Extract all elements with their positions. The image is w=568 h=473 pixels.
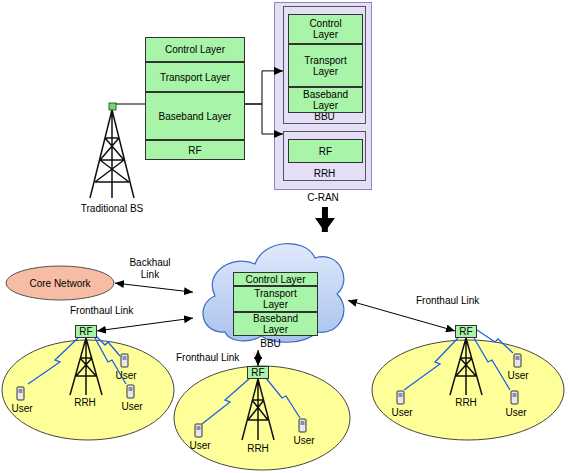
cell-area bbox=[2, 340, 174, 440]
rf-box: RF bbox=[145, 140, 245, 160]
node-text: RF bbox=[188, 145, 201, 156]
text-label: RRH bbox=[74, 397, 96, 408]
node-text: RRH bbox=[284, 168, 365, 179]
layer-box: Transport Layer bbox=[233, 286, 318, 312]
text-label: RRH bbox=[455, 397, 477, 408]
node-text: C-RAN bbox=[275, 192, 371, 203]
node-text: Control Layer bbox=[245, 274, 305, 285]
text-label: User bbox=[391, 407, 412, 418]
connector-arrow bbox=[115, 283, 193, 292]
cell-area bbox=[174, 366, 350, 470]
node-text: RF bbox=[251, 367, 264, 378]
node-text: Control Layer bbox=[165, 44, 225, 55]
connector-arrow bbox=[322, 207, 328, 232]
node-text: RF bbox=[319, 146, 332, 157]
connector-arrow bbox=[97, 318, 193, 331]
connector-arrow bbox=[258, 350, 259, 366]
bbu-cloud: BBU Control LayerTransport LayerBaseband … bbox=[193, 232, 348, 350]
node-text: Baseband Layer bbox=[299, 89, 352, 111]
text-label: RRH bbox=[247, 443, 269, 454]
layer-box: Transport Layer bbox=[288, 44, 363, 87]
link-label: Fronthaul Link bbox=[70, 305, 133, 317]
node-text: Core Network bbox=[29, 278, 90, 289]
link-label: Fronthaul Link bbox=[416, 295, 479, 307]
text-label: Traditional BS bbox=[81, 203, 143, 214]
text-label: User bbox=[507, 370, 528, 381]
text-label: User bbox=[505, 407, 526, 418]
text-label: User bbox=[189, 440, 210, 451]
node-text: Baseband Layer bbox=[242, 313, 309, 335]
node-text: Baseband Layer bbox=[159, 111, 232, 122]
link-label: Fronthaul Link bbox=[176, 352, 239, 364]
layer-box: Baseband Layer bbox=[288, 87, 363, 113]
node-text: Control Layer bbox=[299, 18, 352, 40]
radio-link bbox=[28, 330, 513, 424]
core-network-ellipse: Core Network bbox=[5, 265, 115, 301]
node-text: Transport Layer bbox=[299, 55, 352, 77]
text-label: User bbox=[115, 370, 136, 381]
link-label: Backhaul Link bbox=[122, 257, 178, 280]
rf-box: RF bbox=[75, 325, 97, 338]
wire bbox=[116, 104, 145, 105]
node-text: RF bbox=[79, 326, 92, 337]
layer-box: Baseband Layer bbox=[233, 312, 318, 336]
tower-symbol bbox=[90, 110, 134, 198]
cell-area bbox=[372, 340, 564, 440]
cran-box: C-RANBBUControl LayerTransport LayerBase… bbox=[274, 2, 372, 190]
rf-box: RF bbox=[455, 325, 477, 338]
text-label: User bbox=[11, 403, 32, 414]
tower-symbol bbox=[70, 338, 482, 440]
phone-symbol bbox=[17, 354, 521, 437]
layer-box: Control Layer bbox=[233, 272, 318, 286]
layer-box: Control Layer bbox=[288, 14, 363, 44]
layer-box: Transport Layer bbox=[145, 62, 245, 92]
node-text: Transport Layer bbox=[160, 72, 230, 83]
layer-box: Baseband Layer bbox=[145, 92, 245, 140]
node-text: BBU bbox=[193, 338, 348, 349]
text-label: User bbox=[293, 435, 314, 446]
layer-box: Control Layer bbox=[145, 37, 245, 62]
text-label: User bbox=[121, 401, 142, 412]
node-text: Transport Layer bbox=[242, 288, 309, 310]
bbu-box: BBUControl LayerTransport LayerBaseband … bbox=[283, 6, 366, 124]
antenna-square bbox=[109, 103, 116, 110]
rf-box: RF bbox=[288, 139, 363, 163]
rrh-box: RRH RF bbox=[283, 131, 366, 181]
node-text: RF bbox=[459, 326, 472, 337]
rf-box: RF bbox=[247, 366, 269, 379]
